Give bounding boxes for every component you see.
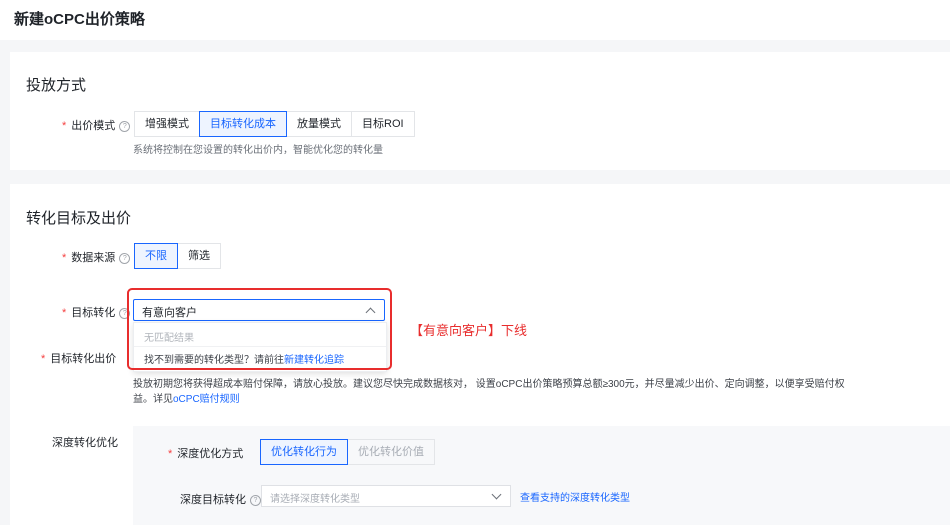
- help-icon[interactable]: ?: [119, 121, 131, 132]
- deep-method-label: *深度优化方式: [168, 448, 244, 460]
- deep-method-option-value: 优化转化价值: [347, 439, 435, 465]
- bid-note-line1: 投放初期您将获得超成本赔付保障，请放心投放。建议您尽快完成数据核对， 设置oCP…: [133, 379, 845, 390]
- divider: [134, 346, 386, 347]
- page-title: 新建oCPC出价策略: [14, 11, 145, 28]
- create-conversion-tracking-link[interactable]: 新建转化追踪: [284, 355, 344, 366]
- deep-conversion-types-link[interactable]: 查看支持的深度转化类型: [520, 493, 630, 504]
- target-conversion-label: *目标转化?: [62, 304, 131, 320]
- help-icon[interactable]: ?: [119, 308, 131, 319]
- required-mark: *: [168, 448, 173, 460]
- required-mark: *: [62, 120, 67, 132]
- data-source-option-filter[interactable]: 筛选: [177, 243, 221, 269]
- deep-method-option-action[interactable]: 优化转化行为: [260, 439, 348, 465]
- data-source-label: *数据来源?: [62, 249, 131, 265]
- target-bid-label: *目标转化出价: [41, 353, 117, 365]
- bid-mode-segmented: 增强模式 目标转化成本 放量模式 目标ROI: [134, 111, 415, 137]
- annotation-text: 【有意向客户】下线: [410, 323, 528, 338]
- deep-optimization-panel: [133, 426, 950, 525]
- target-conversion-select[interactable]: 有意向客户: [133, 299, 385, 321]
- bid-method-card: 投放方式 *出价模式? 增强模式 目标转化成本 放量模式 目标ROI 系统将控制…: [10, 52, 950, 170]
- section-title-conversion: 转化目标及出价: [26, 210, 132, 227]
- dropdown-footer: 找不到需要的转化类型？请前往新建转化追踪: [144, 355, 344, 366]
- chevron-down-icon: [491, 489, 502, 500]
- deep-target-select[interactable]: 请选择深度转化类型: [261, 485, 511, 507]
- deep-target-label: 深度目标转化?: [180, 491, 261, 507]
- bid-mode-label: *出价模式?: [62, 117, 131, 133]
- help-icon[interactable]: ?: [250, 495, 261, 506]
- data-source-segmented: 不限 筛选: [134, 243, 221, 269]
- bid-mode-hint: 系统将控制在您设置的转化出价内，智能优化您的转化量: [133, 145, 383, 156]
- top-bar: 新建oCPC出价策略: [0, 0, 950, 40]
- data-source-option-all[interactable]: 不限: [134, 243, 178, 269]
- bid-mode-option-roi[interactable]: 目标ROI: [351, 111, 415, 137]
- compensation-rule-link[interactable]: oCPC赔付规则: [173, 394, 240, 405]
- bid-mode-option-target-cost[interactable]: 目标转化成本: [199, 111, 287, 137]
- required-mark: *: [62, 307, 67, 319]
- required-mark: *: [41, 353, 46, 365]
- help-icon[interactable]: ?: [119, 253, 131, 264]
- section-title-bid-method: 投放方式: [26, 77, 87, 94]
- deep-target-placeholder: 请选择深度转化类型: [270, 494, 360, 505]
- target-conversion-value: 有意向客户: [142, 307, 197, 319]
- bid-note-line2: 益。详见oCPC赔付规则: [133, 394, 240, 405]
- deep-method-segmented: 优化转化行为 优化转化价值: [260, 439, 435, 465]
- deep-optimization-label: 深度转化优化: [52, 437, 118, 449]
- no-match-text: 无匹配结果: [144, 333, 194, 344]
- bid-mode-option-enhanced[interactable]: 增强模式: [134, 111, 200, 137]
- target-conversion-dropdown: 无匹配结果 找不到需要的转化类型？请前往新建转化追踪: [133, 322, 387, 372]
- chevron-up-icon: [365, 307, 376, 318]
- bid-mode-option-volume[interactable]: 放量模式: [286, 111, 352, 137]
- required-mark: *: [62, 252, 67, 264]
